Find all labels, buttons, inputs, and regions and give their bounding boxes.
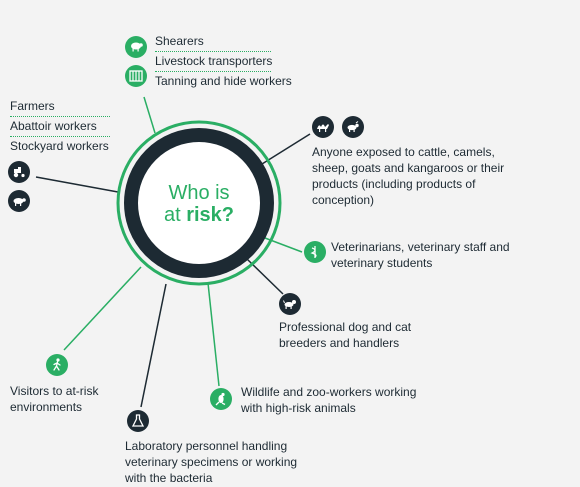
veterinary-caduceus-icon: [304, 241, 326, 263]
connector-visitors: [63, 266, 142, 351]
center-title-line1: Who is: [168, 182, 230, 204]
connector-wildlife: [207, 282, 220, 387]
center-title: Who is at risk?: [139, 182, 259, 226]
divider: [155, 71, 271, 72]
divider: [10, 116, 110, 117]
dog-icon: [279, 293, 301, 315]
kangaroo-icon: [210, 388, 232, 410]
group-anyone-exposed: Anyone exposed to cattle, camels, sheep,…: [312, 145, 505, 207]
connector-shearers: [143, 96, 156, 134]
group-wildlife-zoo-workers: Wildlife and zoo-workers working with hi…: [241, 385, 417, 415]
risk-ring: [124, 128, 274, 278]
connector-farmers: [35, 176, 119, 193]
group-farmers: Farmers: [10, 99, 55, 113]
camel-icon: [312, 116, 334, 138]
group-abattoir-workers: Abattoir workers: [10, 119, 97, 133]
divider: [10, 136, 110, 137]
group-livestock-transporters: Livestock transporters: [155, 54, 273, 68]
goat-icon: [342, 116, 364, 138]
connector-anyone: [261, 133, 311, 165]
group-stockyard-workers: Stockyard workers: [10, 139, 109, 153]
divider: [155, 51, 271, 52]
risk-ring-outer: [116, 120, 282, 286]
tractor-icon: [8, 161, 30, 183]
group-dog-cat-breeders: Professional dog and cat breeders and ha…: [279, 320, 412, 350]
group-shearers: Shearers: [155, 34, 204, 48]
walking-person-icon: [46, 354, 68, 376]
laboratory-flask-icon: [127, 410, 149, 432]
group-laboratory-personnel: Laboratory personnel handling veterinary…: [125, 439, 298, 485]
sheep-icon: [125, 36, 147, 58]
livestock-fence-icon: [125, 65, 147, 87]
group-veterinarians: Veterinarians, veterinary staff and vete…: [331, 240, 510, 270]
cow-icon: [8, 190, 30, 212]
connector-lab: [140, 283, 167, 408]
center-title-emphasis: risk?: [186, 204, 235, 226]
group-tanning-workers: Tanning and hide workers: [155, 74, 292, 88]
center-title-line2: at risk?: [163, 204, 235, 226]
group-visitors: Visitors to at-risk environments: [10, 384, 99, 414]
